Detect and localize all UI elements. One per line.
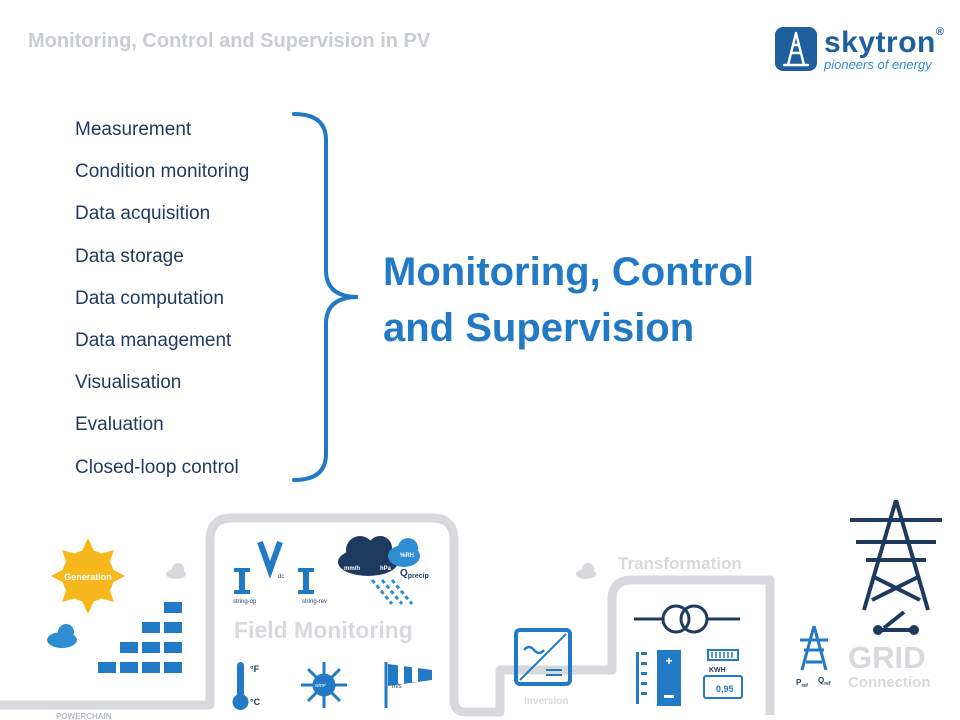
- list-item: Closed-loop control: [75, 456, 239, 478]
- pref-subscript: ref: [801, 683, 808, 689]
- connection-label: Connection: [848, 674, 931, 691]
- headline: Monitoring, Control and Supervision: [383, 244, 754, 356]
- pref-label: Pref: [796, 678, 808, 689]
- fahrenheit-label: °F: [250, 664, 260, 674]
- meter-value: 0,95: [716, 684, 734, 694]
- precip-subscript: precip: [408, 573, 429, 580]
- svg-text:+: +: [665, 654, 672, 668]
- q-label: Qprecip: [400, 568, 429, 580]
- sun-icon: [51, 538, 125, 614]
- battery-icon: +: [657, 650, 681, 706]
- logo-name: skytron®: [824, 26, 945, 59]
- transformer-icon: [634, 604, 740, 634]
- string-op-label: string-op: [233, 599, 257, 605]
- inverter-icon: [514, 628, 572, 686]
- slide-title: Monitoring, Control and Supervision in P…: [28, 30, 431, 52]
- list-item: Visualisation: [75, 372, 182, 394]
- celsius-label: °C: [250, 697, 261, 707]
- generation-label: Generation: [64, 572, 112, 582]
- rain-cloud-icon: [338, 536, 420, 605]
- list-item: Data acquisition: [75, 203, 211, 225]
- list-item: Evaluation: [75, 414, 164, 436]
- voltage-icon: [257, 540, 283, 579]
- meter-icon: [703, 649, 743, 699]
- powerchain-path: [0, 513, 775, 717]
- curly-bracket: [292, 112, 359, 482]
- headline-line-2: and Supervision: [383, 306, 695, 350]
- irradiance-icon: [301, 662, 347, 708]
- logo-tagline: pioneers of energy: [824, 57, 932, 72]
- list-item: Data computation: [75, 287, 224, 309]
- skytron-logo: skytron® pioneers of energy: [774, 26, 944, 74]
- powerchain-label: POWERCHAIN: [56, 712, 112, 720]
- kwh-label: KWH: [709, 667, 726, 674]
- ms-label: m/s: [392, 684, 402, 690]
- cloud-icon: [47, 624, 77, 648]
- pylon-icon: [800, 625, 828, 671]
- grid-label: GRID: [848, 640, 926, 675]
- list-item: Measurement: [75, 119, 192, 140]
- transformation-label: Transformation: [618, 554, 742, 573]
- skytron-tower-logo: [775, 27, 817, 71]
- string-rev-label: string-rev: [302, 599, 327, 605]
- thermometer-icon: [232, 662, 249, 710]
- rh-label: %RH: [400, 553, 414, 559]
- current-icon: [298, 568, 314, 594]
- field-monitoring-label: Field Monitoring: [234, 617, 413, 643]
- list-item: Data storage: [75, 245, 184, 267]
- powerchain-diagram: POWERCHAIN Generation string-op dc strin…: [0, 500, 942, 720]
- list-item: Condition monitoring: [75, 161, 250, 183]
- list-item: Data management: [75, 329, 232, 351]
- qref-label: Qref: [818, 676, 831, 687]
- dc-label: dc: [278, 574, 284, 580]
- level-bars-icon: [636, 652, 647, 704]
- mmh-label: mm/h: [344, 566, 360, 572]
- wm2-label: w/m²: [315, 683, 326, 689]
- cloud-icon: [166, 563, 186, 579]
- hpa-label: hPa: [380, 566, 392, 572]
- current-icon: [234, 568, 250, 594]
- inversion-label: Inversion: [524, 696, 568, 707]
- solar-panels-icon: [98, 602, 182, 673]
- windsock-icon: [384, 662, 432, 708]
- pylon-icon: [850, 500, 942, 635]
- headline-line-1: Monitoring, Control: [383, 250, 755, 294]
- qref-subscript: ref: [824, 681, 831, 687]
- cloud-icon: [576, 563, 596, 579]
- registered-mark: ®: [935, 26, 945, 38]
- function-list: Measurement Condition monitoring Data ac…: [75, 118, 249, 498]
